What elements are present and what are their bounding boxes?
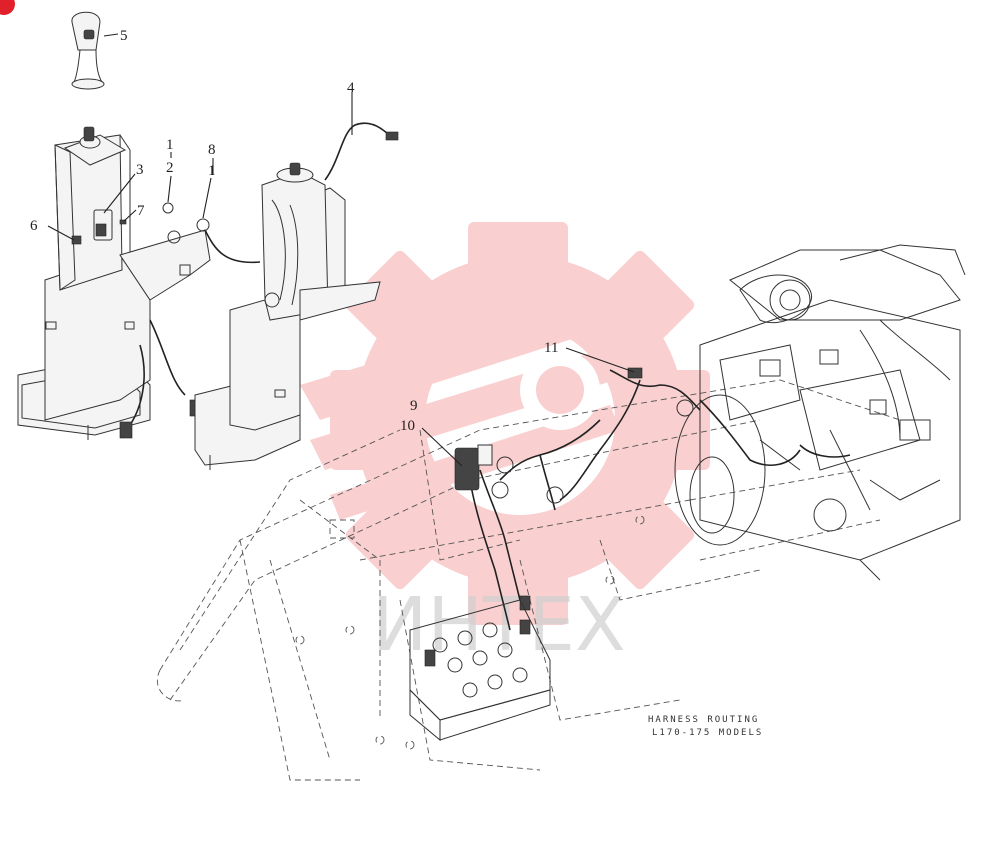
grommet-2 — [162, 202, 174, 214]
connector-4 — [385, 131, 399, 141]
right-control-tower — [194, 162, 381, 470]
left-control-tower — [17, 126, 211, 440]
callout-3: 3 — [136, 162, 144, 178]
watermark-gear — [300, 222, 710, 625]
caption-line-1: HARNESS ROUTING — [648, 715, 759, 725]
callout-1-left: 1 — [166, 137, 174, 153]
callout-4: 4 — [347, 80, 355, 96]
joystick-handle — [71, 11, 105, 90]
tower-link-cable — [204, 229, 261, 264]
corner-badge — [0, 0, 15, 15]
valve-block — [409, 599, 551, 742]
leader-lines — [47, 33, 635, 467]
engine — [674, 244, 966, 581]
grommet-8 — [196, 218, 210, 232]
callout-1-right: 1 — [208, 163, 216, 179]
callout-5: 5 — [120, 28, 128, 44]
harness-cable-4 — [324, 122, 391, 181]
main-harness — [454, 367, 701, 631]
clip-7 — [119, 219, 127, 225]
callout-2: 2 — [166, 160, 174, 176]
callout-10: 10 — [400, 418, 415, 434]
callout-9: 9 — [410, 398, 418, 414]
callout-6: 6 — [30, 218, 38, 234]
callout-8: 8 — [208, 142, 216, 158]
callout-7: 7 — [137, 203, 145, 219]
callout-11: 11 — [544, 340, 558, 356]
caption-line-2: L170-175 MODELS — [652, 728, 763, 738]
machine-frame — [157, 379, 901, 781]
